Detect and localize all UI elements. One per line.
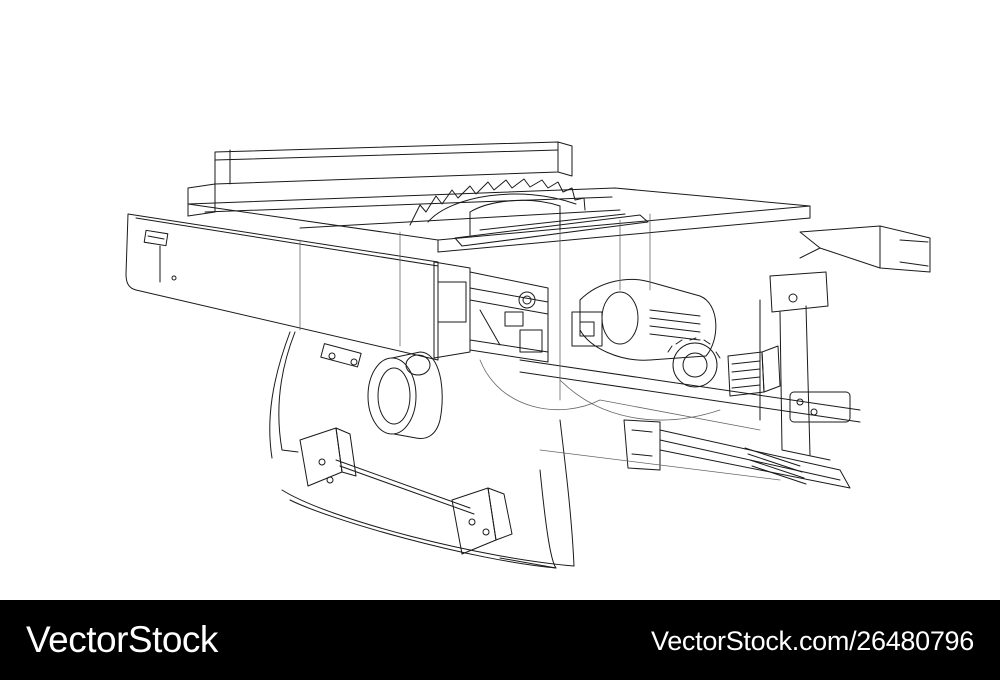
right-frame (759, 271, 851, 461)
watermark-footer: VectorStock VectorStock.com/26480796 (0, 600, 1000, 680)
rip-fence (187, 141, 573, 217)
front-rail (623, 419, 851, 489)
motor (571, 279, 721, 388)
left-clamp (320, 343, 362, 368)
right-extension (799, 225, 931, 273)
image-id-text: VectorStock.com/26480796 (650, 626, 974, 656)
brand-logo: VectorStock (26, 619, 218, 660)
stand (269, 331, 861, 569)
dust-port (367, 351, 443, 439)
table-saw-wireframe (125, 141, 931, 569)
switch-box (727, 345, 781, 397)
housing (433, 261, 549, 363)
illustration-area (125, 141, 931, 569)
foot-brackets (299, 427, 513, 555)
table-top (187, 187, 811, 253)
front-left-panel (125, 213, 439, 361)
internal-structure (299, 213, 781, 481)
saw-blade (409, 178, 586, 236)
